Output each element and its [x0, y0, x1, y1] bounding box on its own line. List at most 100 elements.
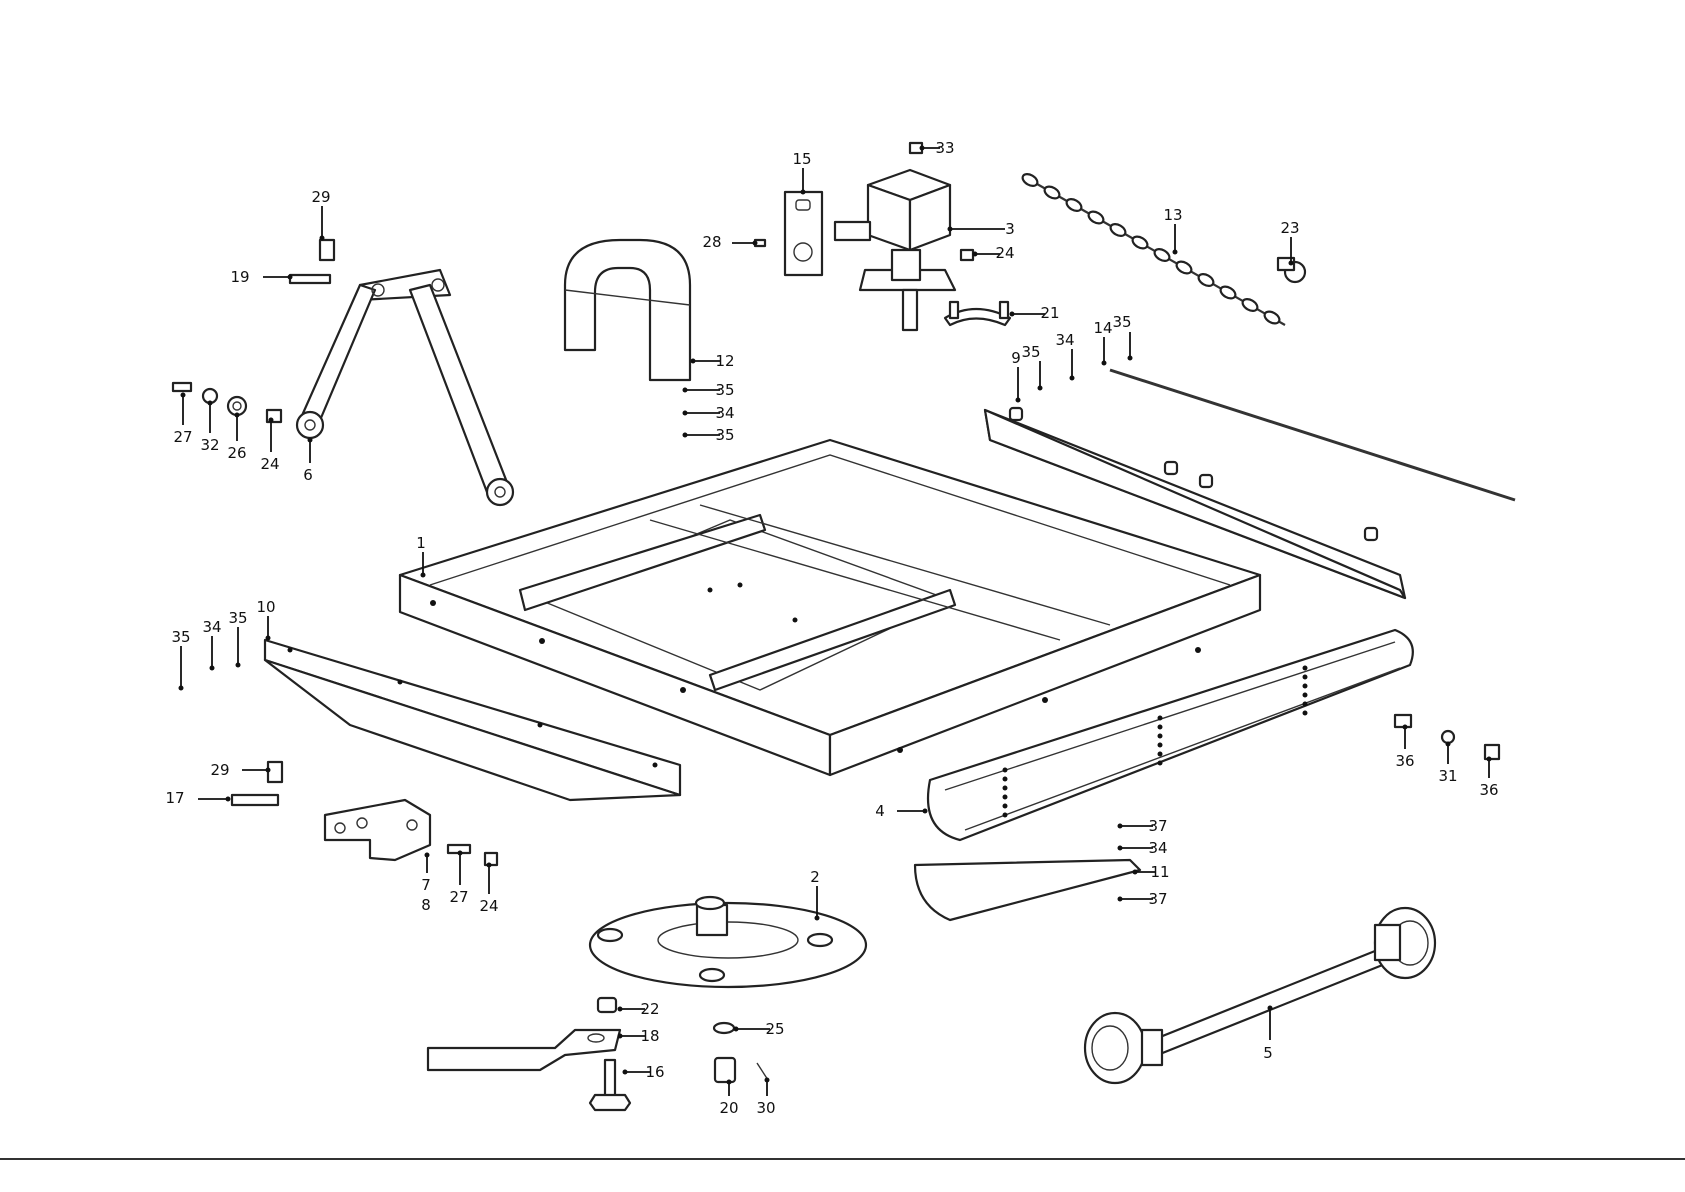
skid-hole	[1003, 777, 1008, 782]
callout-arrow-tip	[1038, 386, 1043, 391]
callout-arrow-tip	[1070, 376, 1075, 381]
skid-hole	[1303, 684, 1308, 689]
callout-number: 16	[645, 1063, 664, 1081]
callout-arrow-tip	[210, 666, 215, 671]
chain-link	[1197, 272, 1216, 289]
callout-number: 23	[1280, 219, 1299, 237]
skid-hole	[1303, 666, 1308, 671]
callout-arrow-tip	[458, 851, 463, 856]
belt-guard	[565, 240, 690, 380]
callout-arrow-tip	[727, 1080, 732, 1085]
skid-hole	[1003, 795, 1008, 800]
callout-number: 2	[810, 868, 820, 886]
callout-number: 33	[935, 139, 954, 157]
callout-arrow-tip	[487, 863, 492, 868]
callout-arrow-tip	[421, 573, 426, 578]
callout-arrow-tip	[1118, 897, 1123, 902]
callout-arrow-tip	[1133, 870, 1138, 875]
callout-number: 9	[1011, 349, 1021, 367]
hitch-bracket	[325, 800, 430, 860]
callout-number: 30	[756, 1099, 775, 1117]
chain-link	[1021, 172, 1040, 189]
callout-number: 24	[995, 244, 1014, 262]
mounting-plate	[785, 192, 822, 275]
skid-hole	[1158, 725, 1163, 730]
callout-arrow-tip	[236, 663, 241, 668]
callout-arrow-tip	[266, 768, 271, 773]
callout-arrow-tip	[618, 1034, 623, 1039]
callout-number: 35	[228, 609, 247, 627]
chain-link	[1153, 247, 1172, 264]
chain-link	[1219, 284, 1238, 301]
callout-number: 27	[449, 888, 468, 906]
callout-number: 14	[1093, 319, 1112, 337]
callout-number: 32	[200, 436, 219, 454]
skid-shoe	[915, 860, 1140, 920]
chain-link	[1241, 297, 1260, 314]
callout-arrow-tip	[801, 190, 806, 195]
callout-arrow-tip	[308, 438, 313, 443]
callout-number: 5	[1263, 1044, 1273, 1062]
skid-hole	[1158, 752, 1163, 757]
skid-hole	[1303, 711, 1308, 716]
callout-number: 26	[227, 444, 246, 462]
callout-arrow-tip	[1173, 250, 1178, 255]
skid-hole	[1303, 675, 1308, 680]
callout-number: 11	[1150, 863, 1169, 881]
skid-hole	[1003, 786, 1008, 791]
skid-hole	[1158, 761, 1163, 766]
callout-arrow-tip	[1289, 261, 1294, 266]
callout-arrow-tip	[266, 636, 271, 641]
callout-arrow-tip	[320, 236, 325, 241]
callout-arrow-tip	[1487, 757, 1492, 762]
safety-chain	[1021, 172, 1285, 326]
callout-number: 34	[1055, 331, 1074, 349]
callout-number: 34	[202, 618, 221, 636]
skid-hole	[1003, 804, 1008, 809]
callout-number: 7	[421, 876, 431, 894]
callout-number: 24	[479, 897, 498, 915]
callout-arrow-tip	[948, 227, 953, 232]
chain-link	[1109, 222, 1128, 239]
chain-link	[1175, 259, 1194, 276]
callout-number: 13	[1163, 206, 1182, 224]
callout-number: 6	[303, 466, 313, 484]
callout-number: 10	[256, 598, 275, 616]
callout-arrow-tip	[179, 686, 184, 691]
callout-arrow-tip	[208, 401, 213, 406]
callout-number: 22	[640, 1000, 659, 1018]
cutting-blade	[428, 1030, 620, 1070]
callout-number: 21	[1040, 304, 1059, 322]
callout-arrow-tip	[269, 418, 274, 423]
callout-number: 12	[715, 352, 734, 370]
callout-arrow-tip	[1118, 846, 1123, 851]
callout-number: 4	[875, 802, 885, 820]
callout-arrow-tip	[288, 275, 293, 280]
callout-arrow-tip	[181, 393, 186, 398]
callout-number: 8	[421, 896, 431, 914]
callout-arrow-tip	[1446, 742, 1451, 747]
callout-number: 37	[1148, 817, 1167, 835]
pto-shaft	[1085, 908, 1435, 1083]
callout-arrow-tip	[920, 146, 925, 151]
callout-number: 36	[1395, 752, 1414, 770]
a-frame-headstock	[297, 270, 513, 505]
chain-link	[1131, 234, 1150, 251]
chain-link	[1065, 197, 1084, 214]
callout-arrow-tip	[618, 1007, 623, 1012]
skid-hole	[1158, 716, 1163, 721]
callout-arrow-tip	[1118, 824, 1123, 829]
skid-hole	[1003, 768, 1008, 773]
callout-number: 25	[765, 1020, 784, 1038]
callout-arrow-tip	[623, 1070, 628, 1075]
callout-number: 36	[1479, 781, 1498, 799]
callout-arrow-tip	[923, 809, 928, 814]
gearbox-bracket	[945, 302, 1010, 325]
callout-number: 34	[1148, 839, 1167, 857]
callout-number: 29	[311, 188, 330, 206]
callout-number: 35	[1112, 313, 1131, 331]
callout-number: 17	[165, 789, 184, 807]
callout-arrow-tip	[683, 411, 688, 416]
callout-number: 31	[1438, 767, 1457, 785]
chain-link	[1263, 309, 1282, 326]
